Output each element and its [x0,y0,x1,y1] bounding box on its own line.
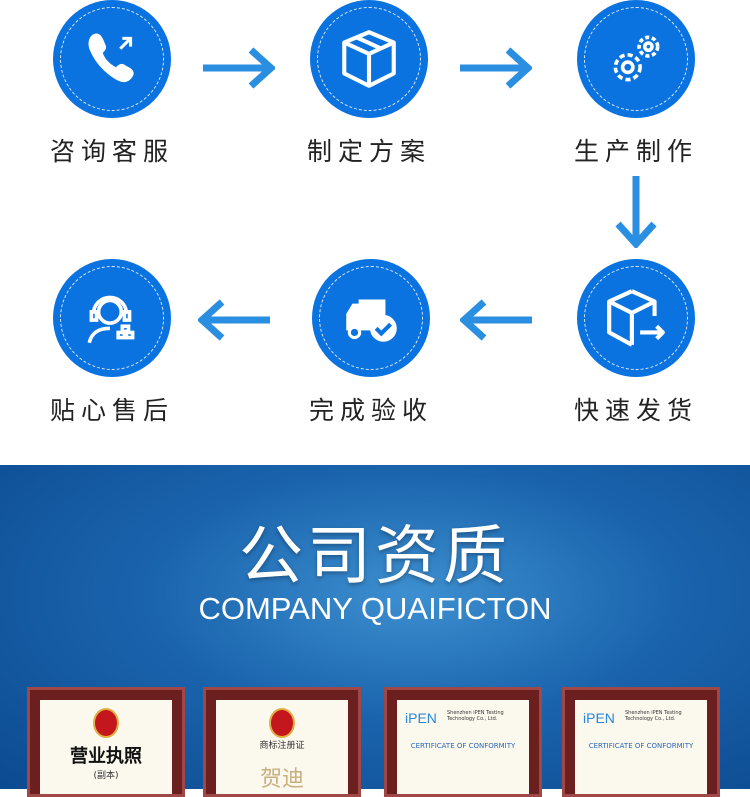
arrow-down-icon [614,176,658,248]
gears-icon [613,35,660,82]
certificate-trademark: 商标注册证 贺迪 [203,687,361,797]
national-emblem-icon [269,708,295,738]
step-produce: 生产制作 [556,0,716,168]
arrow-left-icon [198,298,270,342]
arrow-right-icon [460,46,532,90]
national-emblem-icon [93,708,119,738]
certificate-title: 营业执照 [70,746,142,767]
certificate-title: 商标注册证 [259,741,305,751]
headset-support-icon [87,295,135,344]
arrow-right-icon [203,46,275,90]
brand-logo: iPEN [583,710,615,726]
step-label: 咨询客服 [49,137,174,166]
certificate-business-license: 营业执照 (副本) [27,687,185,797]
step-circle [312,259,430,377]
certificate-conformity: iPEN Shenzhen iPEN Testing Technology Co… [562,687,720,797]
trademark-text: 贺迪 [259,767,304,792]
step-aftersales: 贴心售后 [32,259,192,427]
qualification-section: 公司资质 COMPANY QUAIFICTON 营业执照 (副本) 商标注册证 … [0,465,750,797]
certificate-title: CERTIFICATE OF CONFORMITY [410,742,516,750]
step-circle [53,0,171,118]
certificate-conformity: iPEN Shenzhen iPEN Testing Technology Co… [384,687,542,797]
certificate-subtitle: (副本) [93,771,119,781]
step-consult: 咨询客服 [32,0,192,168]
box-icon [342,30,396,88]
step-label: 完成验收 [308,396,433,425]
company-name: Shenzhen iPEN Testing Technology Co., Lt… [447,710,504,722]
step-label: 制定方案 [306,137,431,166]
phone-icon [88,33,134,83]
step-circle [577,259,695,377]
step-ship: 快速发货 [556,259,716,427]
truck-check-icon [346,299,397,342]
section-subtitle: COMPANY QUAIFICTON [198,591,552,626]
company-name: Shenzhen iPEN Testing Technology Co., Lt… [625,710,682,722]
step-circle [577,0,695,118]
step-label: 快速发货 [573,396,698,425]
step-circle [53,259,171,377]
step-accept: 完成验收 [291,259,451,427]
step-circle [310,0,428,118]
step-label: 生产制作 [573,137,698,166]
certificate-title: CERTIFICATE OF CONFORMITY [588,742,694,750]
section-title: 公司资质 [239,520,511,594]
shipping-box-icon [607,289,665,347]
step-label: 贴心售后 [49,396,174,425]
arrow-left-icon [460,298,532,342]
brand-logo: iPEN [405,710,437,726]
step-plan: 制定方案 [289,0,449,168]
